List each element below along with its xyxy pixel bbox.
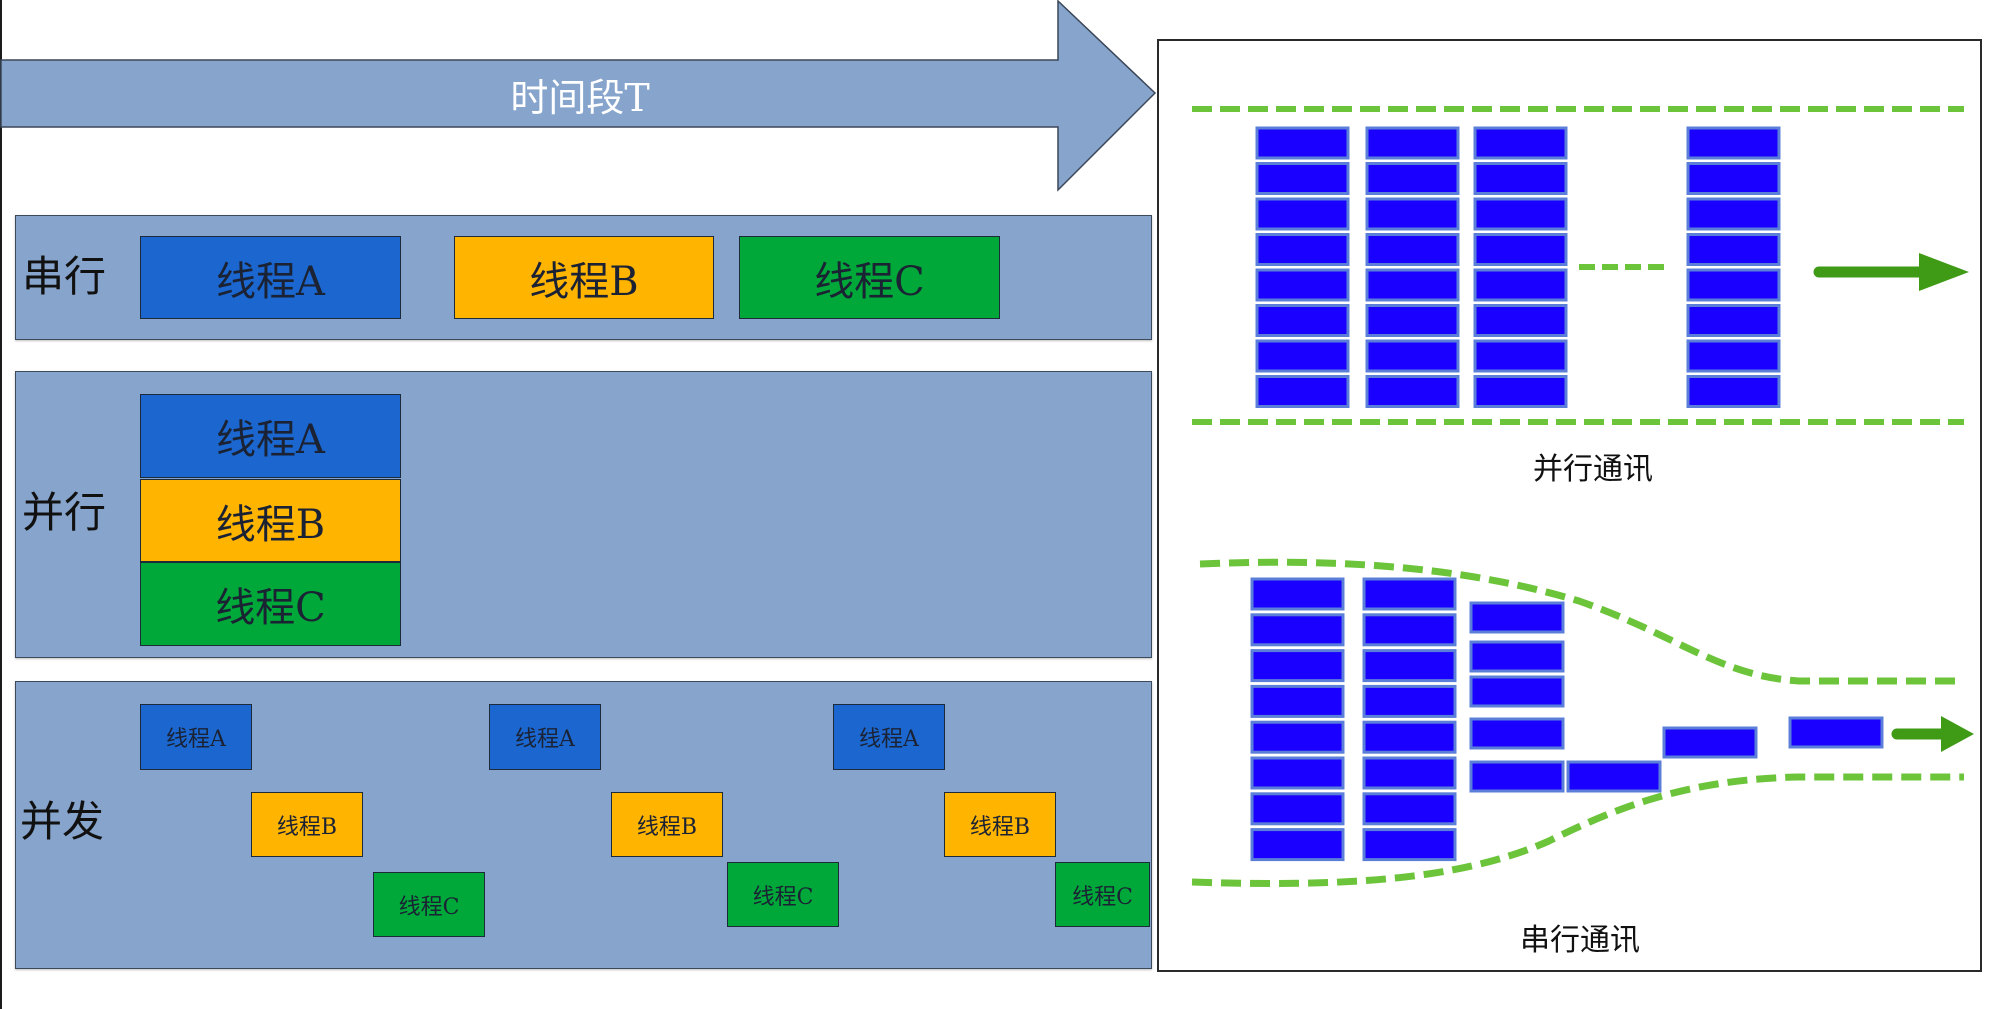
parallel-block [1255, 339, 1350, 373]
concurrent-thread-c-1: 线程C [373, 872, 485, 937]
concurrent-thread-c-3: 线程C [1055, 862, 1150, 927]
parallel-block [1473, 268, 1568, 302]
parallel-block [1473, 233, 1568, 266]
serial-block [1469, 717, 1565, 750]
serial-block [1362, 720, 1457, 754]
concurrent-label: 并发 [20, 797, 105, 846]
serial-block [1250, 684, 1345, 718]
communication-diagram: 并行通讯 串行通讯 [1191, 106, 1974, 958]
serial-output-arrow [1891, 716, 1974, 752]
parallel-thread-b: 线程B [140, 479, 401, 562]
parallel-block [1255, 233, 1350, 266]
parallel-thread-a: 线程A [140, 394, 401, 478]
parallel-block [1686, 339, 1781, 373]
parallel-block [1473, 304, 1568, 337]
parallel-block [1686, 304, 1781, 337]
parallel-block [1365, 126, 1460, 160]
serial-block [1250, 720, 1345, 754]
time-arrow-shape [0, 0, 1157, 192]
parallel-block [1365, 304, 1460, 337]
parallel-output-arrow [1813, 253, 1969, 291]
serial-block [1788, 716, 1884, 749]
parallel-block [1473, 126, 1568, 160]
serial-block [1469, 760, 1565, 793]
parallel-communication: 并行通讯 [1192, 106, 1969, 487]
serial-block [1362, 684, 1457, 718]
slide-left-border [0, 0, 2, 1009]
time-arrow-label: 时间段T [510, 75, 650, 120]
serial-thread-c: 线程C [739, 236, 1000, 319]
parallel-block [1473, 162, 1568, 195]
parallel-block [1255, 162, 1350, 195]
parallel-block [1255, 197, 1350, 231]
serial-block [1362, 828, 1457, 862]
concurrent-thread-b-1: 线程B [251, 792, 363, 857]
parallel-block [1255, 375, 1350, 408]
parallel-block [1686, 375, 1781, 408]
parallel-caption: 并行通讯 [1533, 452, 1653, 487]
parallel-block [1255, 268, 1350, 302]
serial-block [1469, 601, 1565, 634]
parallel-block [1473, 375, 1568, 408]
concurrent-thread-b-3: 线程B [944, 792, 1056, 857]
serial-top-dashed-curve [1199, 558, 1964, 685]
concurrent-thread-a-3: 线程A [833, 704, 945, 770]
serial-block [1362, 613, 1457, 647]
concurrent-thread-a-1: 线程A [140, 704, 252, 770]
serial-block [1362, 649, 1457, 683]
parallel-block [1686, 268, 1781, 302]
parallel-label: 并行 [22, 488, 107, 537]
serial-block [1469, 640, 1565, 673]
parallel-block [1686, 126, 1781, 160]
parallel-block [1255, 126, 1350, 160]
parallel-block [1686, 197, 1781, 231]
parallel-block [1365, 162, 1460, 195]
parallel-block [1686, 233, 1781, 266]
serial-bottom-dashed-curve [1191, 773, 1964, 887]
parallel-block [1686, 162, 1781, 195]
serial-communication: 串行通讯 [1191, 558, 1974, 958]
serial-block [1250, 828, 1345, 862]
serial-block [1250, 613, 1345, 647]
serial-block [1250, 756, 1345, 790]
serial-blocks [1250, 577, 1884, 862]
serial-block [1250, 577, 1345, 611]
serial-thread-a: 线程A [140, 236, 401, 319]
serial-block [1469, 675, 1565, 708]
serial-block [1362, 756, 1457, 790]
serial-block [1362, 792, 1457, 826]
serial-caption: 串行通讯 [1520, 923, 1640, 958]
serial-block [1662, 726, 1758, 759]
parallel-block [1473, 197, 1568, 231]
serial-label: 串行 [22, 252, 107, 301]
serial-block [1250, 649, 1345, 683]
parallel-block [1255, 304, 1350, 337]
parallel-block [1365, 233, 1460, 266]
parallel-block [1365, 339, 1460, 373]
parallel-block [1365, 268, 1460, 302]
concurrent-thread-b-2: 线程B [611, 792, 723, 857]
parallel-block [1365, 375, 1460, 408]
time-arrow [0, 0, 1157, 192]
serial-block [1250, 792, 1345, 826]
serial-thread-b: 线程B [454, 236, 714, 319]
parallel-block [1365, 197, 1460, 231]
parallel-thread-c: 线程C [140, 562, 401, 646]
communication-panel: 并行通讯 串行通讯 [1157, 39, 1982, 972]
serial-block [1566, 760, 1662, 793]
concurrent-thread-a-2: 线程A [489, 704, 601, 770]
concurrent-thread-c-2: 线程C [727, 862, 839, 927]
serial-block [1362, 577, 1457, 611]
parallel-blocks [1255, 126, 1781, 408]
parallel-block [1473, 339, 1568, 373]
